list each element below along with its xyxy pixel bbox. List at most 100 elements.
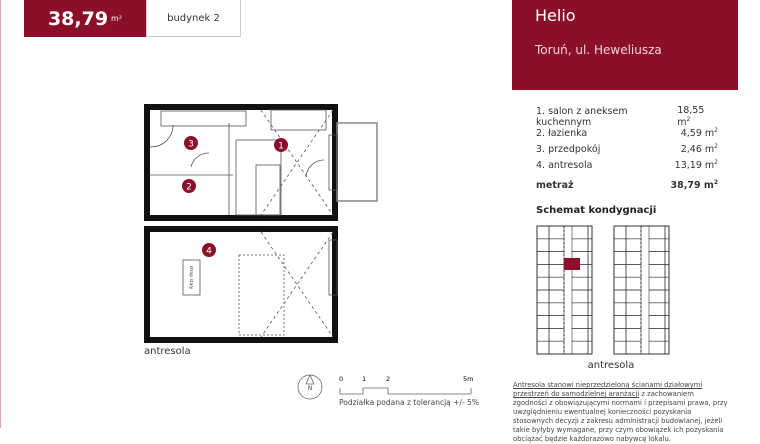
- schema-cell: [587, 315, 593, 329]
- schema-cell: [625, 328, 642, 342]
- schema-cell: [571, 289, 589, 304]
- room-label: 4. antresola: [536, 159, 593, 171]
- schema-cell: [587, 276, 593, 291]
- schema-cell: [587, 238, 593, 252]
- total-row: metraż 38,79 m2: [536, 177, 718, 193]
- schema-cell: [613, 251, 627, 265]
- schema-cell: [613, 315, 627, 329]
- scale-note: Podziałka podana z tolerancją +/- 5%: [339, 398, 479, 407]
- schema-cell: [587, 328, 593, 342]
- room-label: 3. przedpokój: [536, 143, 601, 155]
- room-row: 1. salon z aneksem kuchennym 18,55 m2: [536, 105, 718, 128]
- schema-cell: [571, 328, 589, 342]
- schema-cell: [548, 264, 565, 278]
- schema-cell: [536, 264, 550, 278]
- schema-cell: [548, 251, 565, 265]
- north-label: N: [308, 385, 313, 392]
- schema-cell: [571, 340, 589, 355]
- schema-cell: [548, 328, 565, 342]
- floor-plan: strop stały 1 2 3 4: [144, 104, 378, 343]
- schema-cell: [548, 276, 565, 291]
- schema-cell: [613, 225, 627, 240]
- scale-tick: 0: [339, 375, 343, 383]
- schema-cell: [625, 225, 642, 240]
- schema-cell: [648, 289, 666, 304]
- project-header: Helio Toruń, ul. Heweliusza: [512, 0, 738, 90]
- area-value: 38,79: [47, 7, 109, 30]
- schema-cell: [625, 315, 642, 329]
- schema-cell: [613, 238, 627, 252]
- stair-label: strop stały: [188, 266, 194, 290]
- schema-cell: [648, 264, 666, 278]
- schema-cell: [571, 225, 589, 240]
- schema-cell: [536, 276, 550, 291]
- room-area: 4,59 m2: [680, 126, 718, 140]
- schema-cell: [613, 302, 627, 316]
- schema-cell: [625, 251, 642, 265]
- schema-cell: [648, 340, 666, 355]
- schema-cell: [587, 264, 593, 278]
- schema-cell: [664, 225, 670, 240]
- project-name: Helio: [535, 6, 576, 25]
- highlighted-unit: [564, 258, 580, 270]
- schema-cell: [625, 340, 642, 355]
- schema-cell: [625, 264, 642, 278]
- schema-title: Schemat kondygnacji: [536, 205, 657, 216]
- floor-schema: [536, 225, 670, 355]
- room-number-2: 2: [186, 183, 192, 193]
- schema-cell: [648, 251, 666, 265]
- schema-cell: [664, 302, 670, 316]
- total-area: 38,79 m2: [670, 178, 718, 192]
- schema-cell: [664, 340, 670, 355]
- schema-cell: [536, 225, 550, 240]
- scale-tick: 1: [362, 375, 366, 383]
- schema-cell: [536, 238, 550, 252]
- room-label: 1. salon z aneksem kuchennym: [536, 106, 628, 128]
- room-number-3: 3: [188, 140, 194, 150]
- room-number-1: 1: [278, 142, 284, 152]
- room-number-4: 4: [206, 247, 212, 257]
- schema-cell: [648, 238, 666, 252]
- schema-cell: [536, 315, 550, 329]
- note-underlined: Antresola stanowi nieprzedzieloną ściana…: [513, 381, 703, 398]
- schema-cell: [625, 276, 642, 291]
- schema-cell: [648, 225, 666, 240]
- schema-cell: [548, 289, 565, 304]
- schema-cell: [664, 328, 670, 342]
- schema-cell: [664, 251, 670, 265]
- scale-tick: 5m: [463, 375, 473, 383]
- schema-cell: [587, 251, 593, 265]
- schema-cell: [613, 340, 627, 355]
- room-area: 18,55 m2: [677, 105, 705, 129]
- schema-cell: [664, 289, 670, 304]
- area-unit: m²: [111, 14, 123, 23]
- schema-cell: [613, 289, 627, 304]
- schema-cell: [648, 328, 666, 342]
- schema-cell: [571, 276, 589, 291]
- room-area: 13,19 m2: [674, 158, 718, 172]
- schema-cell: [571, 238, 589, 252]
- schema-cell: [625, 238, 642, 252]
- schema-cell: [571, 302, 589, 316]
- room-row: 4. antresola 13,19 m2: [536, 157, 718, 173]
- schema-cell: [587, 225, 593, 240]
- schema-cell: [571, 315, 589, 329]
- schema-cell: [536, 340, 550, 355]
- schema-cell: [648, 276, 666, 291]
- schema-cell: [548, 302, 565, 316]
- schema-cell: [664, 276, 670, 291]
- schema-cell: [548, 238, 565, 252]
- building-label: budynek 2: [146, 0, 241, 37]
- project-address: Toruń, ul. Heweliusza: [535, 43, 662, 57]
- schema-cell: [613, 328, 627, 342]
- schema-label: antresola: [587, 360, 635, 371]
- schema-cell: [536, 289, 550, 304]
- schema-cell: [587, 340, 593, 355]
- schema-cell: [548, 315, 565, 329]
- schema-cell: [548, 225, 565, 240]
- total-label: metraż: [536, 179, 574, 191]
- schema-cell: [664, 238, 670, 252]
- antresola-note: Antresola stanowi nieprzedzieloną ściana…: [513, 381, 728, 444]
